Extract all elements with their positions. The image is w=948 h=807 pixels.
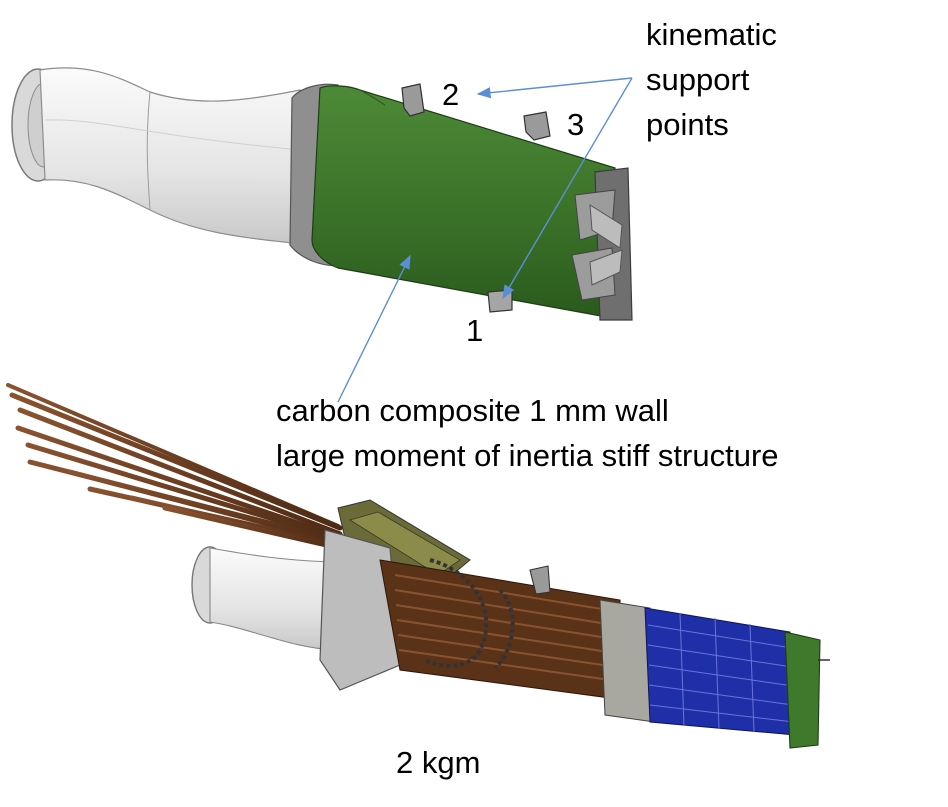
kinematic-label-line3: points	[646, 107, 729, 142]
pointer-arrow-to-1	[502, 77, 633, 300]
support-point-3-label: 3	[567, 107, 585, 142]
cabled-cylinder	[379, 559, 626, 701]
support-bracket-3	[523, 111, 551, 141]
pointer-arrow-to-2	[476, 77, 633, 99]
module-gridlines	[647, 612, 795, 733]
caption-line-1: carbon composite 1 mm wall	[276, 393, 669, 428]
end-frame-lower	[784, 631, 821, 749]
support-tube-assembly	[11, 67, 633, 321]
support-bracket-2	[401, 83, 425, 117]
cable-loop	[424, 558, 489, 668]
detector-modules	[644, 607, 796, 736]
tube-end-frame	[571, 167, 633, 321]
support-point-2-label: 2	[442, 77, 460, 112]
pointer-arrow-to-shell	[337, 254, 411, 403]
full-detector-assembly	[6, 383, 830, 749]
cable-bundle	[6, 383, 351, 553]
beam-duct	[39, 67, 311, 246]
support-point-1-label: 1	[466, 313, 484, 348]
kinematic-label-line2: support	[646, 62, 750, 97]
cone-flange	[319, 529, 401, 691]
support-bracket-lower	[529, 565, 551, 595]
pointer-arrows	[337, 77, 633, 403]
support-bracket-1	[487, 289, 513, 313]
beam-duct-lower	[209, 547, 336, 651]
kinematic-label-line1: kinematic	[646, 17, 777, 52]
caption-line-2: large moment of inertia stiff structure	[276, 438, 779, 473]
mass-label: 2 kgm	[396, 745, 481, 780]
